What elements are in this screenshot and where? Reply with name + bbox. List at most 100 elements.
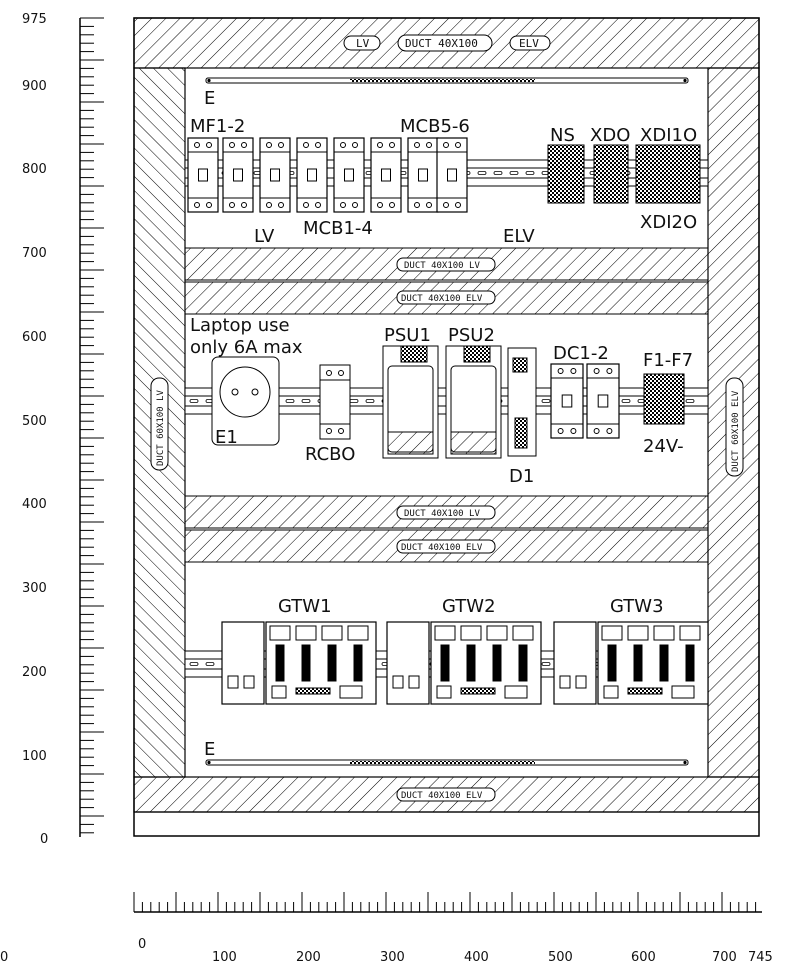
- rail-slot: [205, 662, 215, 666]
- top-duct-elv-label: ELV: [519, 37, 539, 50]
- label-xdi1: XDI1O: [640, 125, 697, 146]
- left-axis-labels: 975 900 800 700 600 500 400 300 200 100 …: [22, 12, 48, 847]
- duct-label: DUCT 40X100 LV: [404, 261, 480, 271]
- terminal-screw: [557, 368, 564, 374]
- duct-label: DUCT 40X100 LV: [404, 509, 480, 519]
- breaker-toggle: [381, 168, 391, 182]
- breaker-toggle: [418, 168, 428, 182]
- gateway-module: [275, 644, 285, 682]
- terminal-screw: [206, 202, 212, 208]
- y-tick-label: 400: [22, 497, 47, 512]
- label-dc: DC1-2: [553, 343, 609, 364]
- terminal-screw: [340, 202, 346, 208]
- psu1-device: [382, 345, 439, 459]
- terminal-screw: [570, 428, 577, 434]
- label-mcb56: MCB5-6: [400, 116, 470, 137]
- terminal-screw: [389, 202, 395, 208]
- earth-label: E: [204, 88, 215, 109]
- terminal-screw: [414, 142, 420, 148]
- breaker-toggle: [270, 168, 280, 182]
- left-side-duct: DUCT 60X100 LV: [133, 67, 186, 778]
- gateway-connector: [295, 625, 317, 641]
- label-psu2: PSU2: [448, 325, 495, 346]
- duct-row2-lv: DUCT 40X100 LV: [184, 495, 709, 529]
- terminal-screw: [266, 202, 272, 208]
- label-laptop-line2: only 6A max: [190, 337, 303, 358]
- earth-label: E: [204, 739, 215, 760]
- terminal-screw: [194, 202, 200, 208]
- rail-slot: [541, 399, 551, 403]
- gateway-module: [466, 644, 476, 682]
- terminal-screw: [303, 202, 309, 208]
- breaker-toggle: [307, 168, 317, 182]
- breaker-toggle: [447, 168, 457, 182]
- left-duct-label: DUCT 60X100 LV: [156, 390, 166, 466]
- rail-slot: [189, 662, 199, 666]
- x-tick-label: 700: [712, 950, 737, 965]
- label-mf: MF1-2: [190, 116, 245, 137]
- rail-slot: [541, 662, 551, 666]
- ns-terminals: [547, 144, 585, 204]
- gateway-eth-port: [436, 685, 452, 699]
- terminal-screw: [426, 202, 432, 208]
- duct-label: DUCT 40X100 ELV: [401, 294, 483, 304]
- label-mcb14: MCB1-4: [303, 218, 373, 239]
- gateway-connector: [347, 625, 369, 641]
- rail-slot: [349, 399, 359, 403]
- terminal-screw: [593, 428, 600, 434]
- gateway-module: [685, 644, 695, 682]
- y-tick-label: 100: [22, 749, 47, 764]
- gateway-connector: [679, 625, 701, 641]
- label-laptop-line1: Laptop use: [190, 315, 290, 336]
- gateway-connector: [321, 625, 343, 641]
- y-tick-label: 0: [40, 832, 48, 847]
- breaker-toggle: [344, 168, 354, 182]
- fuse-terminals: [643, 373, 685, 425]
- rail-slot: [477, 171, 487, 175]
- x-tick-label: 400: [464, 950, 489, 965]
- terminal-screw: [278, 142, 284, 148]
- gateway-module: [633, 644, 643, 682]
- gateway-module: [440, 644, 450, 682]
- gateway-serial-port: [460, 687, 496, 695]
- terminal-screw: [315, 142, 321, 148]
- gateway-group: [221, 621, 709, 705]
- rail-slot: [621, 399, 631, 403]
- label-elv: ELV: [503, 226, 535, 247]
- y-tick-label: 500: [22, 414, 47, 429]
- terminal-screw: [352, 142, 358, 148]
- gateway-port: [243, 675, 255, 689]
- gateway-module: [518, 644, 528, 682]
- gateway-port: [392, 675, 404, 689]
- terminal-screw: [340, 142, 346, 148]
- label-lv: LV: [254, 226, 275, 247]
- xdo-terminals: [593, 144, 629, 204]
- breaker-module: [222, 137, 254, 213]
- gateway-connector: [653, 625, 675, 641]
- d1-device: [507, 347, 537, 457]
- terminal-screw: [570, 368, 577, 374]
- gateway-port: [227, 675, 239, 689]
- label-psu1: PSU1: [384, 325, 431, 346]
- y-tick-label: 200: [22, 665, 47, 680]
- gateway-module: [659, 644, 669, 682]
- row1-mcb-group: [187, 137, 468, 213]
- terminal-screw: [266, 142, 272, 148]
- top-duct-main-label: DUCT 40X100: [405, 37, 478, 50]
- label-gtw1: GTW1: [278, 596, 332, 617]
- right-duct-label: DUCT 60X100 ELV: [731, 390, 741, 472]
- xdi-terminals: [635, 144, 701, 204]
- label-d1: D1: [509, 466, 534, 487]
- terminal-screw: [606, 428, 613, 434]
- gateway-connector: [601, 625, 623, 641]
- breaker-module: [333, 137, 365, 213]
- rail-slot: [493, 171, 503, 175]
- right-side-duct: DUCT 60X100 ELV: [707, 67, 760, 778]
- terminal-screw: [303, 142, 309, 148]
- gateway-connector: [512, 625, 534, 641]
- terminal-screw: [352, 202, 358, 208]
- gateway-serial-port: [627, 687, 663, 695]
- gateway-db-port: [339, 685, 363, 699]
- duct-label: DUCT 40X100 ELV: [401, 543, 483, 553]
- dc-breakers: [550, 363, 620, 439]
